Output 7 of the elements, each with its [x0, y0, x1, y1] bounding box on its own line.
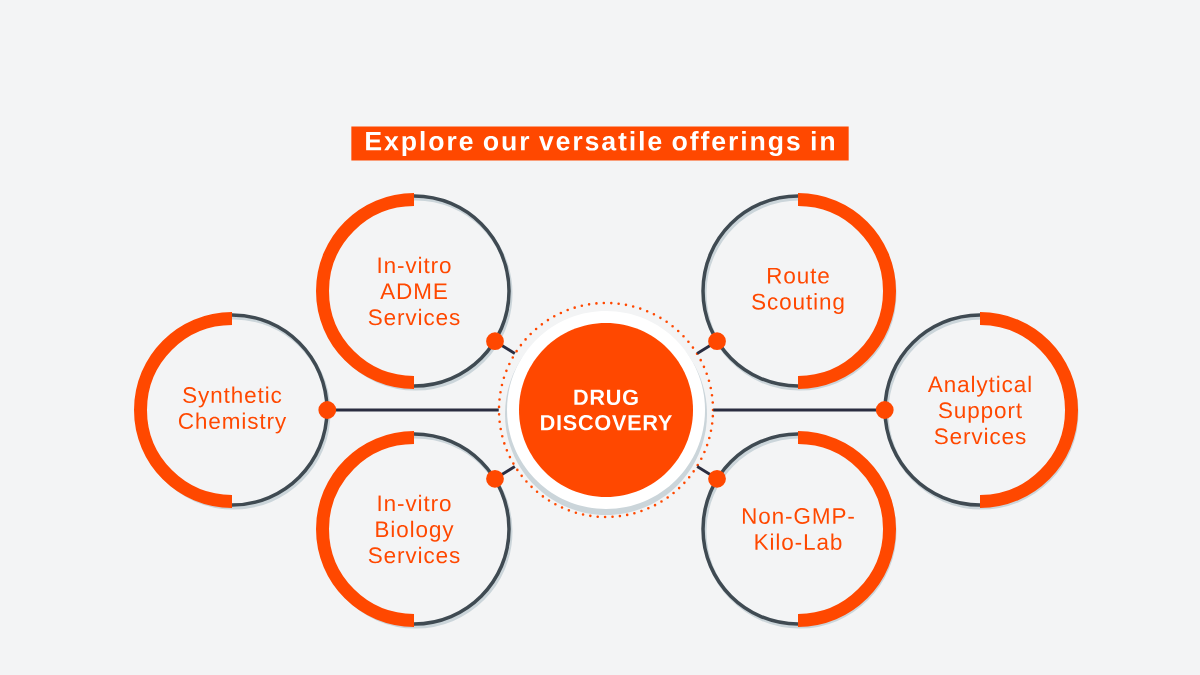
- connector-line: [486, 332, 516, 355]
- title-banner: Explore our versatile offerings in: [351, 126, 849, 161]
- connector-line: [696, 465, 726, 488]
- connector-line: [713, 401, 894, 419]
- connector-line: [318, 401, 499, 419]
- connector-line: [486, 465, 516, 488]
- connector-line: [696, 332, 726, 355]
